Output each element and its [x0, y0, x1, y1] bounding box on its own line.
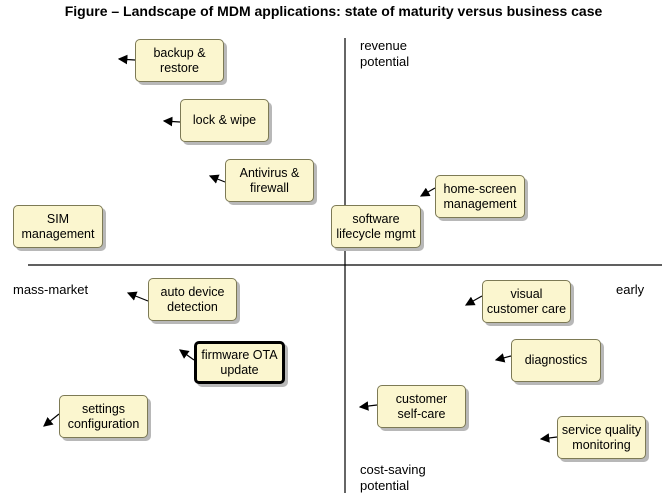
app-software-lifecycle-mgmt: software lifecycle mgmt: [331, 205, 421, 248]
app-auto-device-detection: auto device detection: [148, 278, 237, 321]
axis-label-mass-market: mass-market: [13, 282, 89, 297]
app-backup-restore: backup & restore: [135, 39, 224, 82]
app-sim-management: SIM management: [13, 205, 103, 248]
arrow-settings: [43, 413, 60, 427]
figure-title: Figure – Landscape of MDM applications: …: [64, 3, 603, 19]
axis-label-revenue-potential: revenue potential: [360, 38, 410, 69]
arrow-servicequality: [539, 433, 558, 443]
arrow-homescreen: [419, 187, 436, 197]
app-firmware-ota-update: firmware OTA update: [194, 341, 285, 384]
arrow-firmware: [179, 349, 195, 361]
arrow-antivirus: [208, 174, 226, 184]
app-home-screen-management: home-screen management: [435, 175, 525, 218]
arrow-selfcare: [358, 401, 378, 411]
app-customer-self-care: customer self-care: [377, 385, 466, 428]
app-service-quality-monitoring: service quality monitoring: [557, 416, 646, 459]
app-lock-wipe: lock & wipe: [180, 99, 269, 142]
app-antivirus-firewall: Antivirus & firewall: [225, 159, 314, 202]
arrow-diagnostics: [494, 353, 512, 363]
app-visual-customer-care: visual customer care: [482, 280, 571, 323]
app-diagnostics: diagnostics: [511, 339, 601, 382]
axis-label-cost-saving-potential: cost-saving potential: [360, 462, 426, 493]
arrow-backup: [117, 54, 136, 65]
arrow-lock: [162, 116, 181, 127]
axis-label-early: early: [616, 282, 645, 297]
arrow-autodevice: [126, 291, 149, 302]
app-settings-configuration: settings configuration: [59, 395, 148, 438]
arrow-visualcare: [464, 295, 483, 306]
